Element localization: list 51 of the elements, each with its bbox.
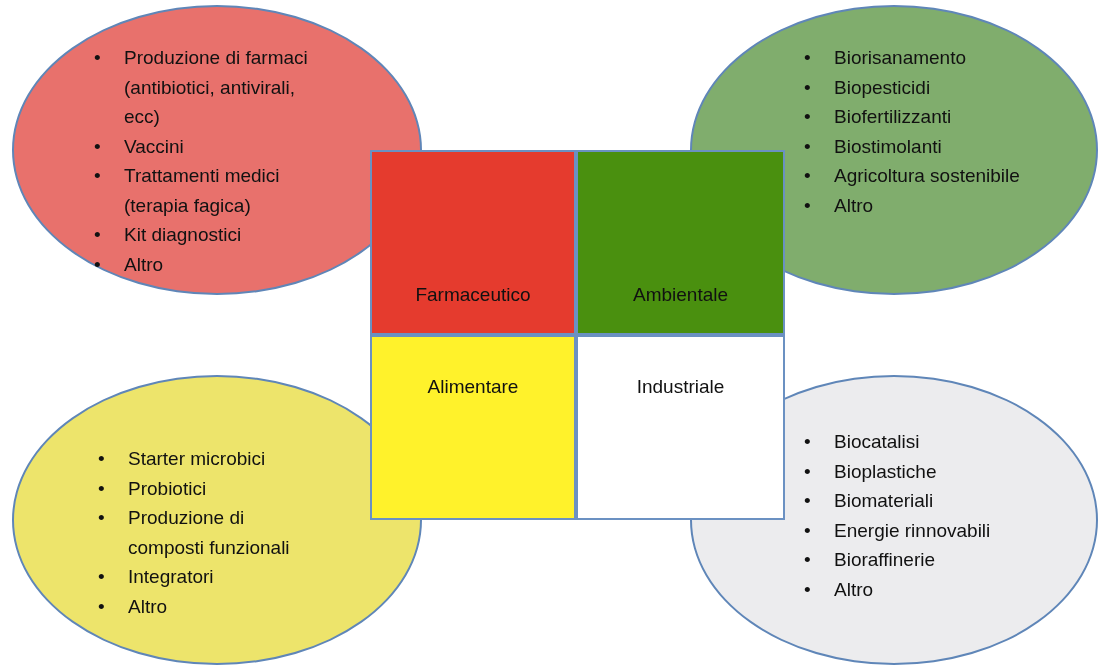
list-item: Biostimolanti	[834, 134, 942, 159]
bullet: •	[98, 506, 106, 530]
list-item: Altro	[834, 193, 874, 218]
bullet: •	[804, 577, 812, 602]
list-item: Energie rinnovabili	[834, 518, 991, 543]
category-square	[576, 150, 785, 335]
category-label: Industriale	[636, 375, 725, 399]
list-item: Agricoltura sostenibile	[834, 164, 1020, 188]
bullet: •	[804, 105, 812, 129]
bullet: •	[94, 223, 102, 247]
list-item: Biocatalisi	[834, 430, 920, 454]
bullet: •	[94, 164, 102, 188]
bullet: •	[98, 447, 106, 471]
list-item: Produzione di composti funzionali	[128, 506, 291, 560]
list-item: Probiotici	[128, 476, 207, 501]
bullet: •	[804, 193, 812, 218]
list-item: Vaccini	[124, 134, 184, 159]
category-square	[576, 335, 785, 520]
bullet: •	[94, 46, 102, 70]
bullet: •	[804, 548, 812, 572]
bullet: •	[804, 75, 812, 100]
bullet: •	[98, 476, 106, 501]
list-item: Starter microbici	[128, 447, 266, 471]
bullet: •	[804, 164, 812, 188]
list-item: Trattamenti medici (terapia fagica)	[124, 164, 281, 218]
list-item: Bioraffinerie	[834, 548, 936, 572]
list-item: Altro	[834, 577, 874, 602]
category-square	[370, 335, 576, 520]
bullet: •	[804, 430, 812, 454]
bullet: •	[804, 46, 812, 70]
bullet: •	[804, 134, 812, 159]
list-item: Integratori	[128, 565, 214, 589]
category-label: Farmaceutico	[415, 282, 531, 307]
category-label: Alimentare	[427, 375, 519, 399]
bullet: •	[98, 565, 106, 589]
list-item: Bioplastiche	[834, 459, 937, 484]
bullet: •	[804, 459, 812, 484]
list-item: Altro	[124, 252, 164, 277]
list-item: Biofertilizzanti	[834, 105, 952, 129]
bullet: •	[94, 134, 102, 159]
bullet: •	[804, 489, 812, 513]
category-label: Ambientale	[632, 282, 729, 307]
bullet: •	[98, 594, 106, 619]
category-square	[370, 150, 576, 335]
list-item: Altro	[128, 594, 168, 619]
list-item: Kit diagnostici	[124, 223, 242, 247]
list-item: Biorisanamento	[834, 46, 967, 70]
list-item: Biopesticidi	[834, 75, 931, 100]
bullet: •	[804, 518, 812, 543]
list-item: Biomateriali	[834, 489, 934, 513]
list-item: Produzione di farmaci (antibiotici, antivirali, ecc)	[124, 46, 309, 129]
